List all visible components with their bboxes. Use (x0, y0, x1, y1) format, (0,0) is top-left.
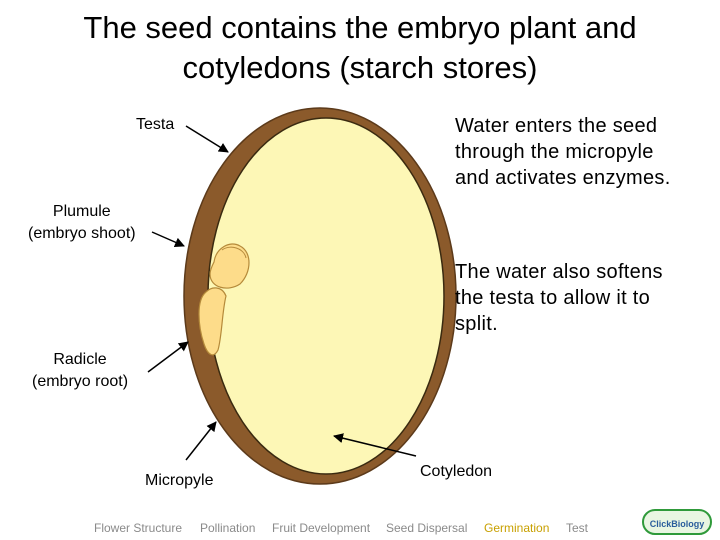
radicle-shape (198, 287, 227, 356)
water-enters-note: Water enters the seed through the microp… (455, 115, 671, 189)
nav-germination[interactable]: Germination (484, 521, 550, 535)
nav-seed-dispersal[interactable]: Seed Dispersal (386, 521, 468, 535)
nav-test[interactable]: Test (566, 521, 589, 535)
nav-fruit-development[interactable]: Fruit Development (272, 521, 371, 535)
plumule-label: Plumule (embryo shoot) (28, 203, 136, 242)
cotyledon-pointer (333, 433, 417, 457)
cotyledon-region (207, 117, 445, 475)
plumule-shape (209, 243, 250, 289)
plumule-leaf (221, 246, 247, 259)
slide-title: The seed contains the embryo plant and c… (83, 10, 637, 85)
clickbiology-logo[interactable]: ClickBiology (642, 509, 712, 535)
radicle-label: Radicle (embryo root) (32, 351, 129, 390)
cotyledon-label: Cotyledon (420, 463, 493, 480)
micropyle-pointer (185, 421, 217, 461)
water-softens-note: The water also softens the testa to allo… (455, 261, 663, 335)
micropyle-label: Micropyle (145, 472, 214, 489)
radicle-pointer (147, 341, 189, 373)
plumule-pointer (151, 231, 185, 247)
nav-pollination[interactable]: Pollination (200, 521, 256, 535)
testa-pointer (185, 125, 229, 153)
testa-label: Testa (136, 116, 175, 133)
nav-flower-structure[interactable]: Flower Structure (94, 521, 183, 535)
